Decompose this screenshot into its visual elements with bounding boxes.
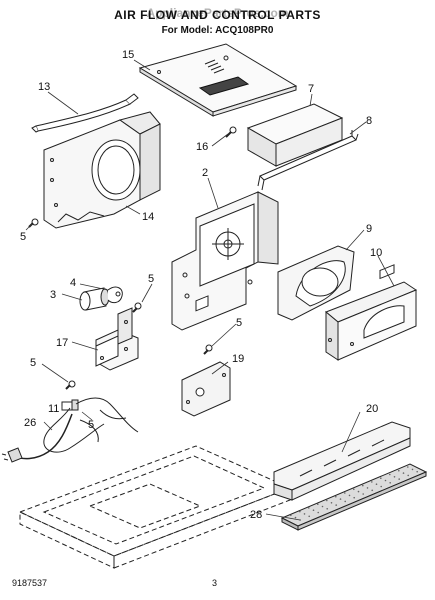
callout-14: 14 [142, 211, 154, 223]
filter-speck [362, 484, 364, 487]
callout-8: 8 [366, 115, 372, 127]
filter-speck [317, 503, 319, 506]
filter-speck [303, 513, 306, 515]
filter-speck [353, 488, 355, 491]
filter-speck [362, 493, 365, 495]
filter-speck [339, 498, 342, 500]
filter-speck [353, 496, 356, 499]
part-8-bracket [257, 130, 359, 191]
callout-9: 9 [366, 223, 372, 235]
callout-10: 10 [370, 247, 382, 259]
callout-19: 19 [232, 353, 244, 365]
filter-speck [317, 511, 320, 514]
filter-speck [380, 485, 383, 488]
part-7-cover [246, 103, 344, 167]
filter-speck [321, 505, 324, 508]
callout-15: 15 [122, 49, 134, 61]
part-14-fan-shroud [43, 111, 161, 229]
filter-speck [380, 477, 382, 480]
part-19-control-board [181, 295, 231, 417]
filter-speck [290, 514, 292, 517]
part-16-screw [225, 126, 237, 138]
callout-16: 16 [196, 141, 208, 153]
part-17-bracket [95, 307, 139, 371]
page-number: 3 [212, 578, 218, 588]
part-3-capacitor [79, 287, 115, 311]
filter-speck [371, 489, 374, 492]
callout-20: 20 [366, 403, 378, 415]
filter-speck [344, 492, 346, 494]
part-15-top-cover [138, 43, 298, 117]
part-2-partition-panel [171, 191, 279, 331]
base-pan-outline [18, 445, 292, 569]
filter-speck [402, 472, 405, 474]
filter-speck [326, 499, 328, 502]
callout-5-wire: 5 [88, 419, 94, 431]
part-5-screw-left [28, 218, 39, 228]
part-10-air-deflector [325, 281, 418, 361]
diagram-title: AIR FLOW AND CONTROL PARTS [114, 8, 321, 22]
filter-speck [389, 482, 392, 484]
callout-28: 28 [250, 509, 262, 521]
callout-5-control: 5 [236, 317, 242, 329]
filter-speck [312, 509, 315, 512]
callout-7: 7 [308, 83, 314, 95]
part-5-screw-control [203, 344, 213, 355]
part-13-handle-bar [31, 93, 139, 133]
callout-4: 4 [70, 277, 76, 289]
callout-11: 11 [48, 403, 59, 415]
callout-5-harness: 5 [30, 357, 36, 369]
filter-speck [366, 487, 369, 489]
callout-13: 13 [38, 81, 50, 93]
callout-17: 17 [56, 337, 68, 349]
filter-speck [344, 500, 347, 503]
filter-speck [407, 466, 409, 468]
document-number: 9187537 [12, 578, 48, 588]
part-5-screw-harness [65, 380, 76, 390]
filter-speck [308, 515, 311, 518]
callout-labels: 15 13 7 8 16 14 5 2 9 10 4 5 3 17 5 19 5… [20, 49, 382, 521]
filter-speck [398, 478, 401, 480]
callout-26: 26 [24, 417, 36, 429]
filter-speck [330, 502, 333, 504]
part-26-power-cord [1, 397, 139, 463]
filter-speck [348, 494, 351, 497]
filter-speck [299, 510, 301, 513]
filter-speck [326, 508, 329, 510]
leader-lines [25, 59, 395, 521]
filter-speck [384, 479, 387, 482]
callout-5-strap: 5 [148, 273, 154, 285]
model-subtitle: For Model: ACQ108PR0 [161, 25, 274, 36]
filter-speck [407, 474, 410, 477]
filter-speck [335, 495, 337, 498]
filter-speck [335, 504, 338, 506]
callout-2: 2 [202, 167, 208, 179]
part-5-screw-strap [132, 302, 142, 313]
part-4-strap [107, 286, 123, 304]
part-28-air-filter [280, 463, 428, 531]
filter-speck [398, 469, 400, 472]
part-9-scroll [277, 245, 355, 321]
filter-speck [393, 476, 396, 478]
filter-speck [375, 483, 378, 486]
callout-5-left: 5 [20, 231, 26, 243]
part-20-filter-frame [273, 264, 411, 501]
filter-speck [411, 468, 414, 471]
filter-speck [371, 481, 373, 483]
filter-speck [294, 516, 297, 519]
filter-speck [357, 490, 360, 493]
callout-3: 3 [50, 289, 56, 301]
filter-speck [389, 473, 391, 476]
filter-speck [308, 507, 310, 509]
watermark: AppliancePartsPros.com [146, 6, 289, 20]
filter-speck [416, 470, 419, 473]
